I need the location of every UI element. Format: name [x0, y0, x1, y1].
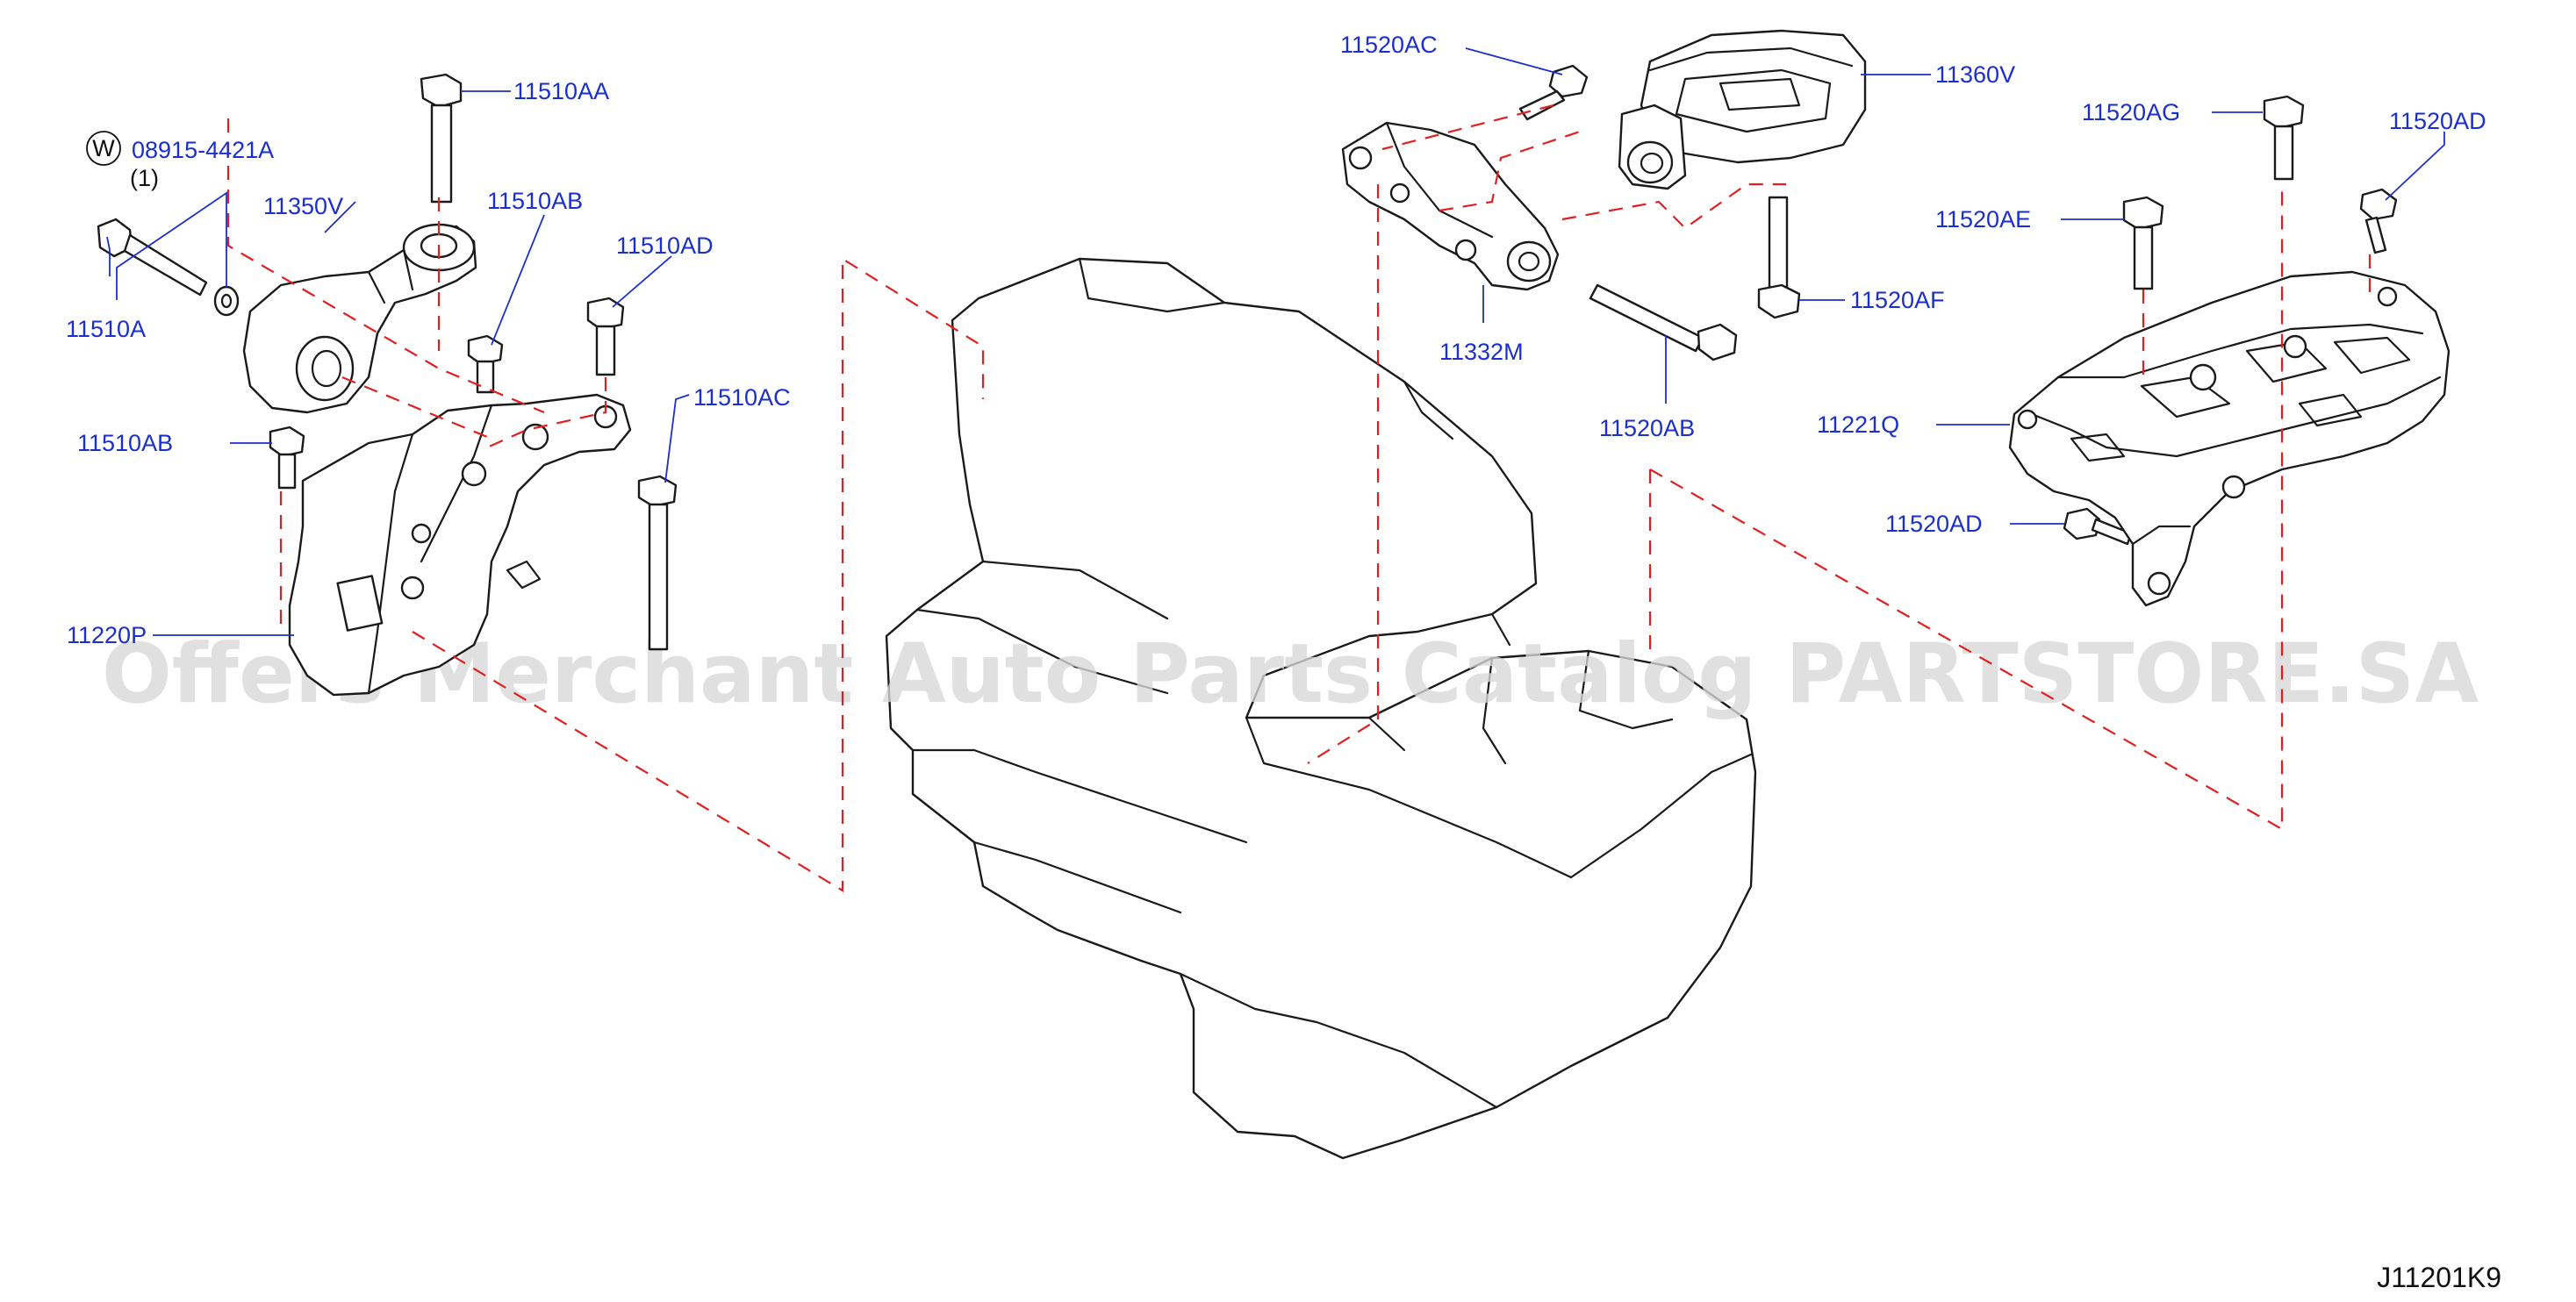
label-11510AB-left[interactable]: 11510AB — [77, 430, 173, 456]
label-11520AG[interactable]: 11520AG — [2082, 99, 2180, 125]
label-08915-4421A[interactable]: 08915-4421A — [132, 137, 274, 163]
label-11510AC[interactable]: 11510AC — [693, 384, 791, 411]
bracket-11220P — [288, 393, 632, 697]
diagram-reference-code: J11201K9 — [2377, 1262, 2501, 1293]
engine-block-outline — [885, 257, 1757, 1160]
label-11510AD[interactable]: 11510AD — [616, 232, 714, 259]
label-11360V[interactable]: 11360V — [1935, 61, 2015, 88]
bolt-11520AD-top — [2359, 188, 2398, 254]
bolt-11510AB-top — [467, 334, 504, 394]
label-11510A[interactable]: 11510A — [66, 316, 146, 342]
label-11520AD-top[interactable]: 11520AD — [2389, 108, 2486, 134]
label-11520AC[interactable]: 11520AC — [1340, 32, 1438, 58]
washer-symbol: W — [92, 135, 115, 161]
dashed-guide-lines — [226, 104, 2371, 892]
label-11510AB-top[interactable]: 11510AB — [487, 188, 583, 214]
label-11520AB[interactable]: 11520AB — [1599, 415, 1695, 441]
bolt-11520AB — [1589, 283, 1738, 361]
washer-symbol-circle — [86, 131, 121, 166]
label-11520AD-bottom[interactable]: 11520AD — [1885, 511, 1983, 537]
bolt-11510AB-left — [269, 426, 305, 490]
bolt-11510A — [97, 218, 208, 297]
label-11332M[interactable]: 11332M — [1439, 339, 1524, 365]
label-08915-qty: (1) — [130, 165, 159, 191]
bolt-11520AF — [1757, 196, 1801, 319]
label-11510AA[interactable]: 11510AA — [513, 78, 609, 104]
label-11520AF[interactable]: 11520AF — [1850, 287, 1945, 313]
label-11221Q[interactable]: 11221Q — [1817, 411, 1899, 438]
label-11220P[interactable]: 11220P — [67, 622, 147, 648]
bolt-11520AG — [2263, 95, 2305, 181]
bolt-11520AD-bottom — [2063, 507, 2133, 546]
bolt-11510AA — [420, 73, 463, 204]
bolt-11520AE — [2122, 196, 2164, 290]
leader-lines — [106, 47, 2445, 636]
label-11350V[interactable]: 11350V — [263, 193, 343, 219]
label-11520AE[interactable]: 11520AE — [1935, 206, 2031, 232]
mount-11360V — [1618, 29, 1867, 190]
bracket-11332M — [1341, 121, 1560, 291]
watermark-text: Offers Merchant Auto Parts Catalog PARTS… — [102, 626, 2479, 722]
bolt-11510AC — [637, 475, 678, 651]
bolt-11510AD — [586, 297, 625, 376]
part-labels: W 08915-4421A (1) 11510AA 11350V 11510AB… — [66, 32, 2486, 648]
mount-11350V — [242, 223, 477, 414]
bracket-11221Q — [2008, 270, 2450, 607]
washer-08915-4421A — [213, 285, 240, 317]
